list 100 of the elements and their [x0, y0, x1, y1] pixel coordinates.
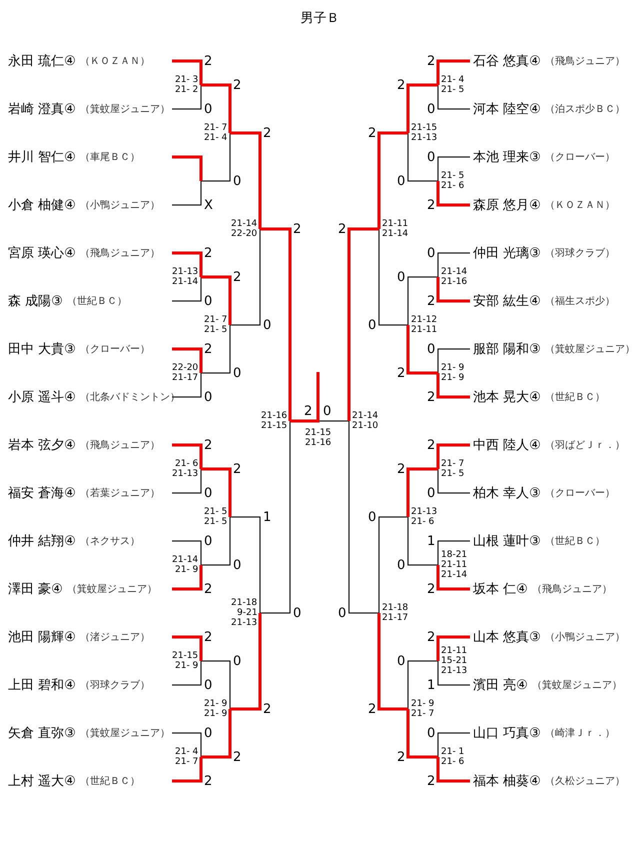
club-name: （羽ばどＪｒ．）: [544, 439, 625, 452]
round-score: 2: [204, 774, 212, 788]
game-score: 21-14: [441, 570, 468, 580]
game-score: 21- 5: [441, 86, 464, 94]
round-score: 2: [397, 366, 406, 380]
club-name: （車尾ＢＣ）: [80, 150, 140, 164]
round-score: 0: [427, 726, 436, 740]
round-score: 2: [427, 294, 436, 308]
game-score: 21-13: [172, 470, 198, 478]
player-name: 仲井 結翔④: [8, 533, 76, 550]
round-score: 1: [427, 534, 436, 548]
round-score: 0: [204, 534, 212, 548]
game-score: 21-15: [172, 652, 198, 660]
player-name: 矢倉 直弥③: [8, 725, 76, 742]
round-score: 0: [338, 606, 346, 620]
game-score: 21-13: [411, 134, 438, 142]
player-name: 福本 柚葵④: [473, 773, 541, 790]
club-name: （箕蚊屋ジュニア）: [544, 342, 635, 356]
round-score: 2: [204, 582, 212, 596]
round-score: 0: [427, 150, 436, 164]
round-score: 0: [263, 318, 272, 332]
player-name: 山本 悠真③: [473, 629, 541, 646]
round-score: 0: [397, 174, 406, 188]
club-name: （箕蚊屋ジュニア）: [66, 582, 157, 596]
player-name: 上田 碧和④: [8, 677, 76, 694]
player-name: 小原 遥斗④: [8, 389, 76, 406]
player-name: 本池 理来③: [473, 149, 541, 166]
round-score: 2: [233, 462, 242, 476]
club-name: （北条バドミントン）: [80, 390, 180, 404]
game-score: 21- 4: [175, 748, 198, 756]
round-score: 1: [263, 510, 272, 524]
club-name: （飛鳥ジュニア）: [80, 439, 160, 452]
game-score: 21- 6: [441, 182, 464, 190]
game-score: 9-21: [237, 608, 258, 618]
club-name: （渚ジュニア）: [80, 630, 150, 644]
player-name: 服部 陽和③: [473, 341, 541, 358]
player-name: 坂本 仁④: [473, 581, 528, 598]
club-name: （福生スポ少）: [544, 294, 615, 308]
player-name: 石谷 悠真④: [473, 53, 541, 70]
round-score: 0: [204, 486, 212, 500]
game-score: 21- 3: [175, 76, 198, 84]
player-name: 安部 紘生④: [473, 293, 541, 310]
round-score: 2: [204, 630, 212, 644]
player-name: 濱田 亮④: [473, 677, 528, 694]
club-name: （小鴨ジュニア）: [544, 630, 625, 644]
player-name: 澤田 豪④: [8, 581, 63, 598]
game-score: 21- 9: [204, 700, 228, 708]
club-name: （箕蚊屋ジュニア）: [532, 678, 622, 692]
club-name: （クローバー）: [80, 343, 150, 356]
game-score: 21-14: [382, 230, 408, 238]
game-score: 21-11: [441, 560, 468, 570]
club-name: （久松ジュニア）: [544, 774, 625, 788]
player-name: 福安 蒼海④: [8, 485, 76, 502]
round-score: 0: [204, 726, 212, 740]
round-score: 2: [397, 78, 406, 92]
player-name: 森原 悠月④: [473, 197, 541, 214]
game-score: 21-14: [352, 412, 378, 420]
game-score: 21- 5: [204, 518, 228, 526]
club-name: （飛鳥ジュニア）: [544, 55, 625, 68]
player-name: 柏木 幸人③: [473, 485, 541, 502]
game-score: 21- 9: [204, 710, 228, 718]
round-score: 0: [204, 102, 212, 116]
round-score: 0: [397, 654, 406, 668]
game-score: 21- 6: [411, 518, 434, 526]
game-score: 21- 5: [441, 470, 464, 478]
title: 男子Ｂ: [300, 12, 340, 24]
round-score: 2: [263, 126, 272, 140]
round-score: 0: [233, 558, 242, 572]
game-score: 21- 9: [411, 700, 434, 708]
round-score: 0: [427, 102, 436, 116]
round-score: 0: [233, 174, 242, 188]
game-score: 22-20: [172, 364, 198, 372]
club-name: （崎津Ｊｒ．）: [544, 726, 615, 740]
club-name: （ＫＯＺＡＮ）: [544, 199, 615, 212]
round-score: 2: [427, 198, 436, 212]
player-name: 永田 琉仁④: [8, 53, 76, 70]
game-score: 21-13: [411, 508, 438, 516]
game-score: 21-14: [172, 556, 198, 564]
round-score: 0: [368, 510, 376, 524]
round-score: 2: [427, 582, 436, 596]
game-score: 21- 7: [175, 758, 198, 766]
round-score: 0: [368, 318, 376, 332]
game-score: 21-16: [441, 278, 468, 286]
round-score: 0: [323, 404, 332, 418]
player-name: 仲田 光璃③: [473, 245, 541, 262]
game-score: 15-21: [441, 656, 468, 666]
game-score: 21- 9: [175, 566, 198, 574]
player-name: 池本 晃大④: [473, 389, 541, 406]
club-name: （ネクサス）: [80, 535, 140, 548]
round-score: 2: [263, 702, 272, 716]
club-name: （飛鳥ジュニア）: [532, 583, 612, 596]
player-name: 岩崎 澄真④: [8, 101, 76, 118]
club-name: （箕蚊屋ジュニア）: [80, 726, 170, 740]
game-score: 21- 4: [441, 76, 464, 84]
round-score: 0: [427, 486, 436, 500]
round-score: 2: [368, 702, 376, 716]
game-score: 21-13: [441, 666, 468, 676]
round-score: 0: [204, 390, 212, 404]
game-score: 21-16: [261, 412, 288, 420]
player-name: 井川 智仁④: [8, 149, 76, 166]
